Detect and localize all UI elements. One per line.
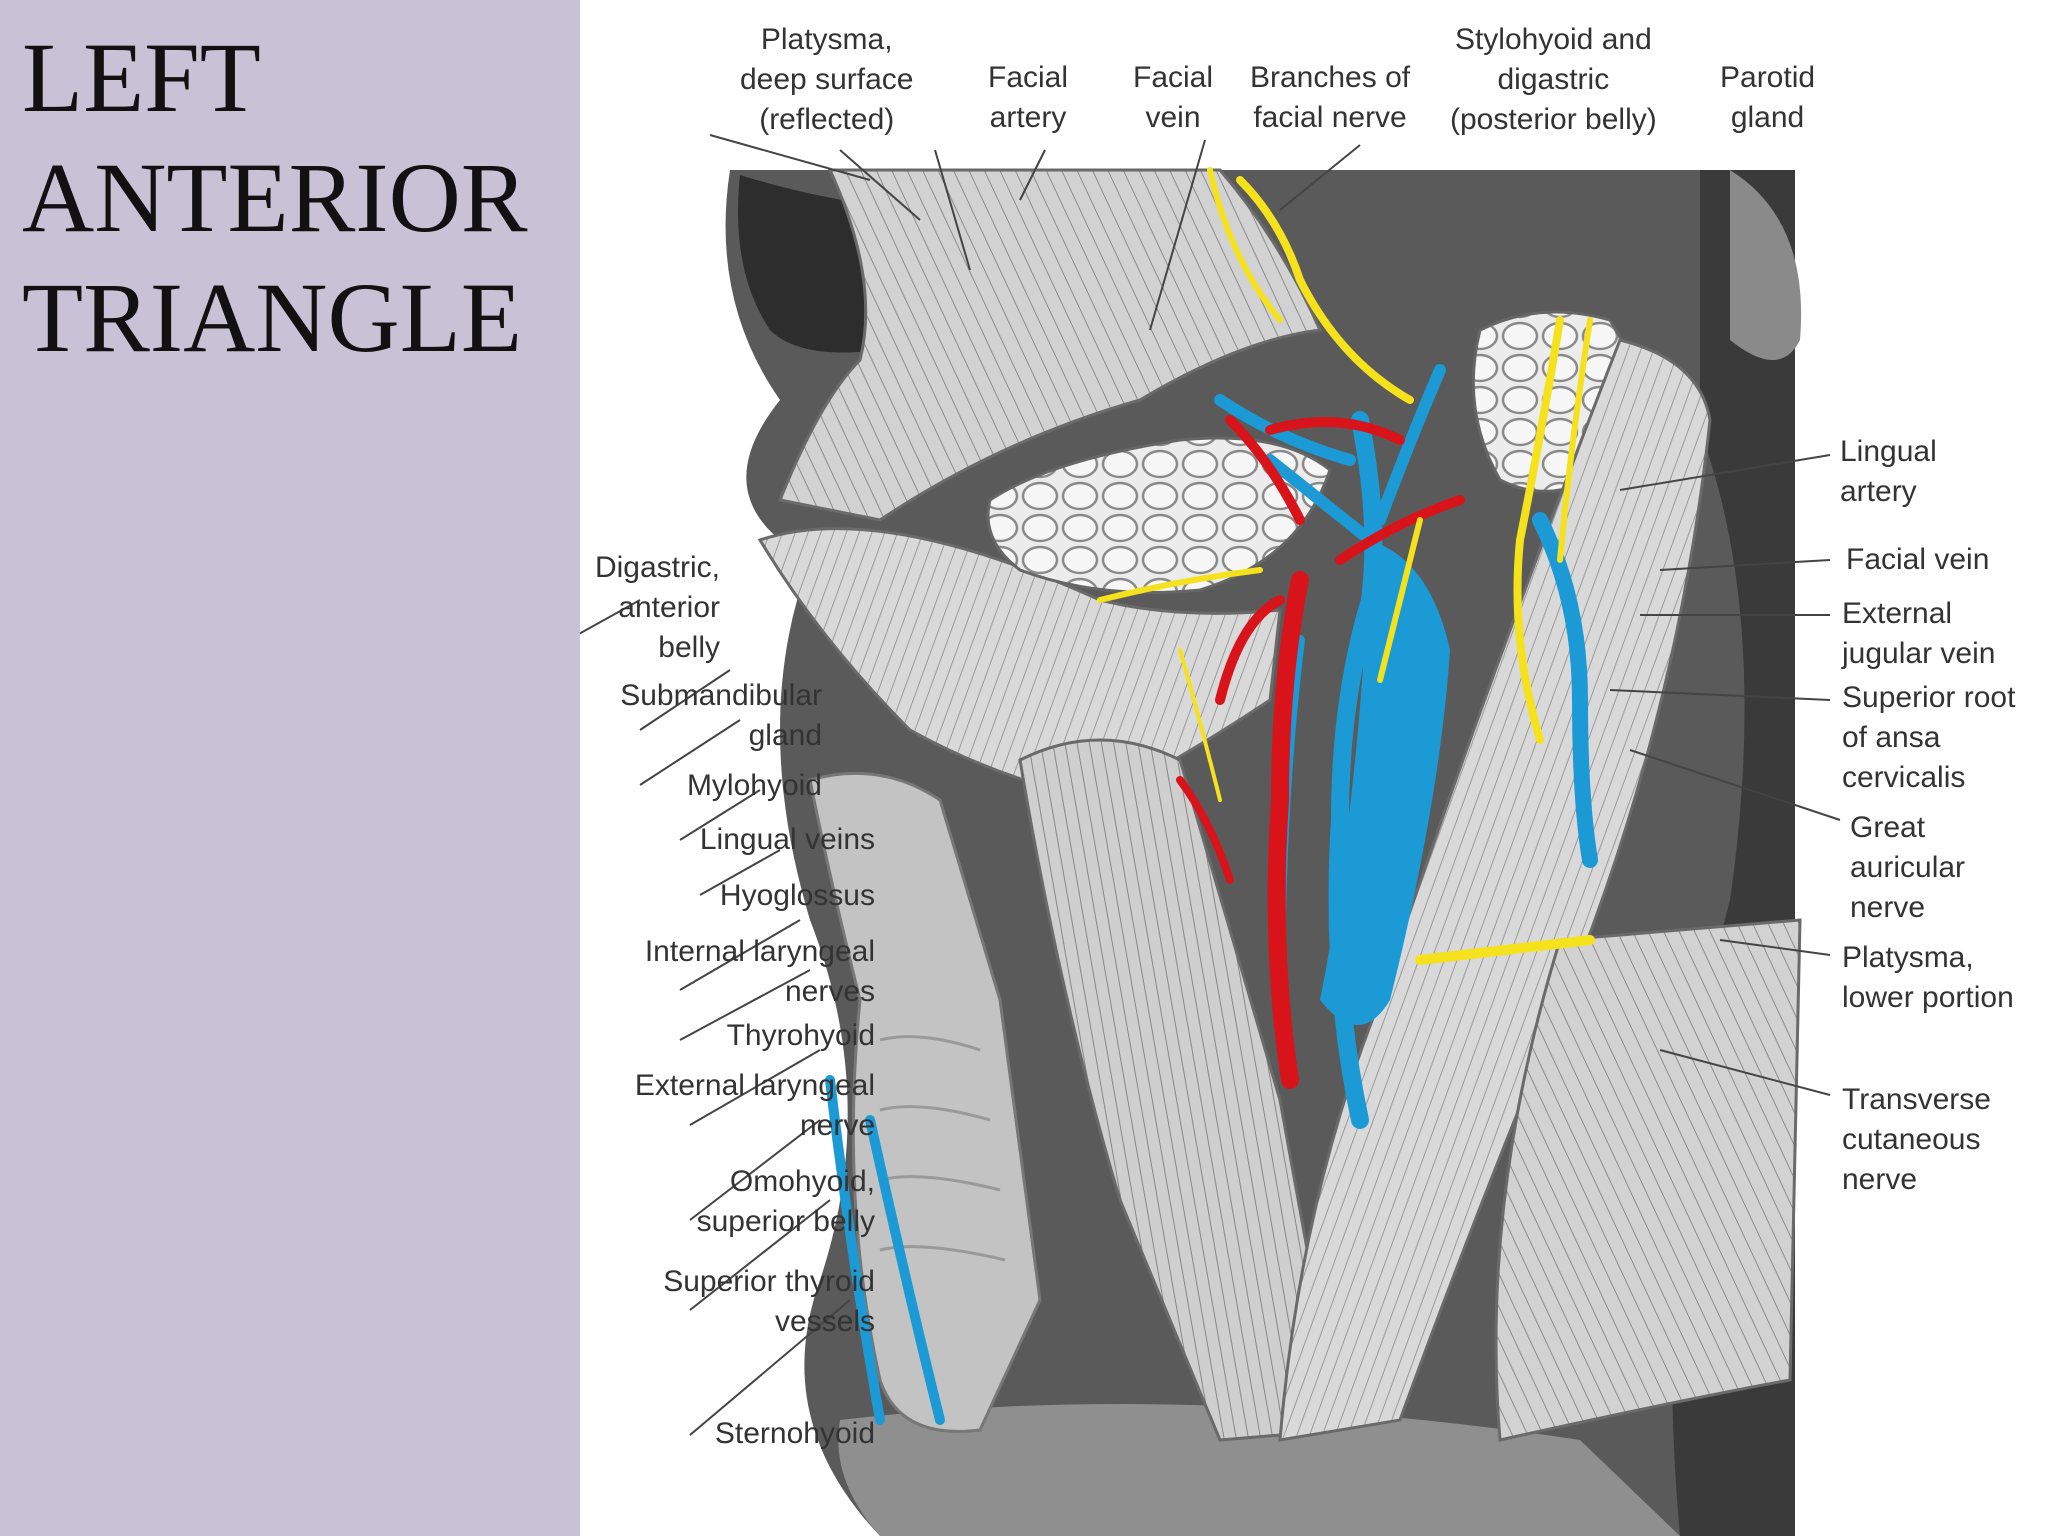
label-digastric-anterior-belly: Digastric, anterior belly [594, 551, 720, 664]
nerves [1097, 167, 1595, 965]
label-facial-vein-right: Facial vein [1846, 543, 1990, 576]
label-parotid-gland: Parotid gland [1720, 61, 1816, 134]
label-platysma-deep-surface: Platysma, deep surface (reflected) [740, 23, 914, 136]
label-lingual-veins: Lingual veins [699, 823, 875, 856]
label-facial-artery-top: Facial artery [988, 61, 1069, 134]
internal-jugular-vein [1320, 540, 1450, 1025]
label-branches-facial-nerve: Branches of facial nerve [1250, 61, 1411, 134]
label-sternohyoid: Sternohyoid [714, 1417, 875, 1450]
digastric-mylohyoid-muscles [757, 527, 1282, 802]
label-mylohyoid: Mylohyoid [686, 769, 822, 802]
label-facial-vein-top: Facial vein [1133, 61, 1214, 134]
leader-lines [580, 134, 1841, 1436]
title-panel: LEFT ANTERIOR TRIANGLE [0, 0, 580, 1536]
label-omohyoid-superior-belly: Omohyoid, superior belly [696, 1165, 875, 1238]
submandibular-gland [986, 436, 1332, 594]
title-line-3: TRIANGLE [22, 262, 522, 373]
larynx-rings [879, 1035, 1006, 1262]
label-external-laryngeal-nerve: External laryngeal nerve [634, 1069, 875, 1142]
slide-title: LEFT ANTERIOR TRIANGLE [22, 18, 528, 378]
label-submandibular-gland: Submandibular gland [620, 679, 822, 752]
sternocleidomastoid [1278, 338, 1712, 1442]
label-external-jugular-vein: External jugular vein [1842, 597, 1996, 670]
label-lingual-artery: Lingual artery [1840, 435, 1937, 508]
anatomy-figure: Platysma, deep surface (reflected) Facia… [580, 0, 2048, 1536]
larynx-region [808, 771, 1042, 1433]
infrahyoid-strap-muscles [1018, 738, 1342, 1442]
label-stylohyoid-digastric: Stylohyoid and digastric (posterior bell… [1450, 23, 1657, 136]
title-line-2: ANTERIOR [22, 142, 528, 253]
label-superior-thyroid-vessels: Superior thyroid vessels [663, 1265, 875, 1338]
label-thyrohyoid: Thyrohyoid [726, 1019, 875, 1052]
platysma-reflected [777, 168, 1323, 522]
title-line-1: LEFT [22, 22, 261, 133]
label-transverse-cutaneous-nerve: Transverse cutaneous nerve [1842, 1083, 1991, 1196]
label-superior-root-ansa-cervicalis: Superior root of ansa cervicalis [1842, 681, 2016, 794]
arteries [1176, 415, 1465, 1089]
label-platysma-lower-portion: Platysma, lower portion [1842, 941, 2014, 1014]
neck-illustration [580, 134, 1841, 1536]
label-great-auricular-nerve: Great auricular nerve [1850, 811, 1966, 924]
platysma-lower [1494, 918, 1802, 1442]
label-hyoglossus: Hyoglossus [719, 879, 875, 912]
label-internal-laryngeal-nerves: Internal laryngeal nerves [644, 935, 875, 1008]
